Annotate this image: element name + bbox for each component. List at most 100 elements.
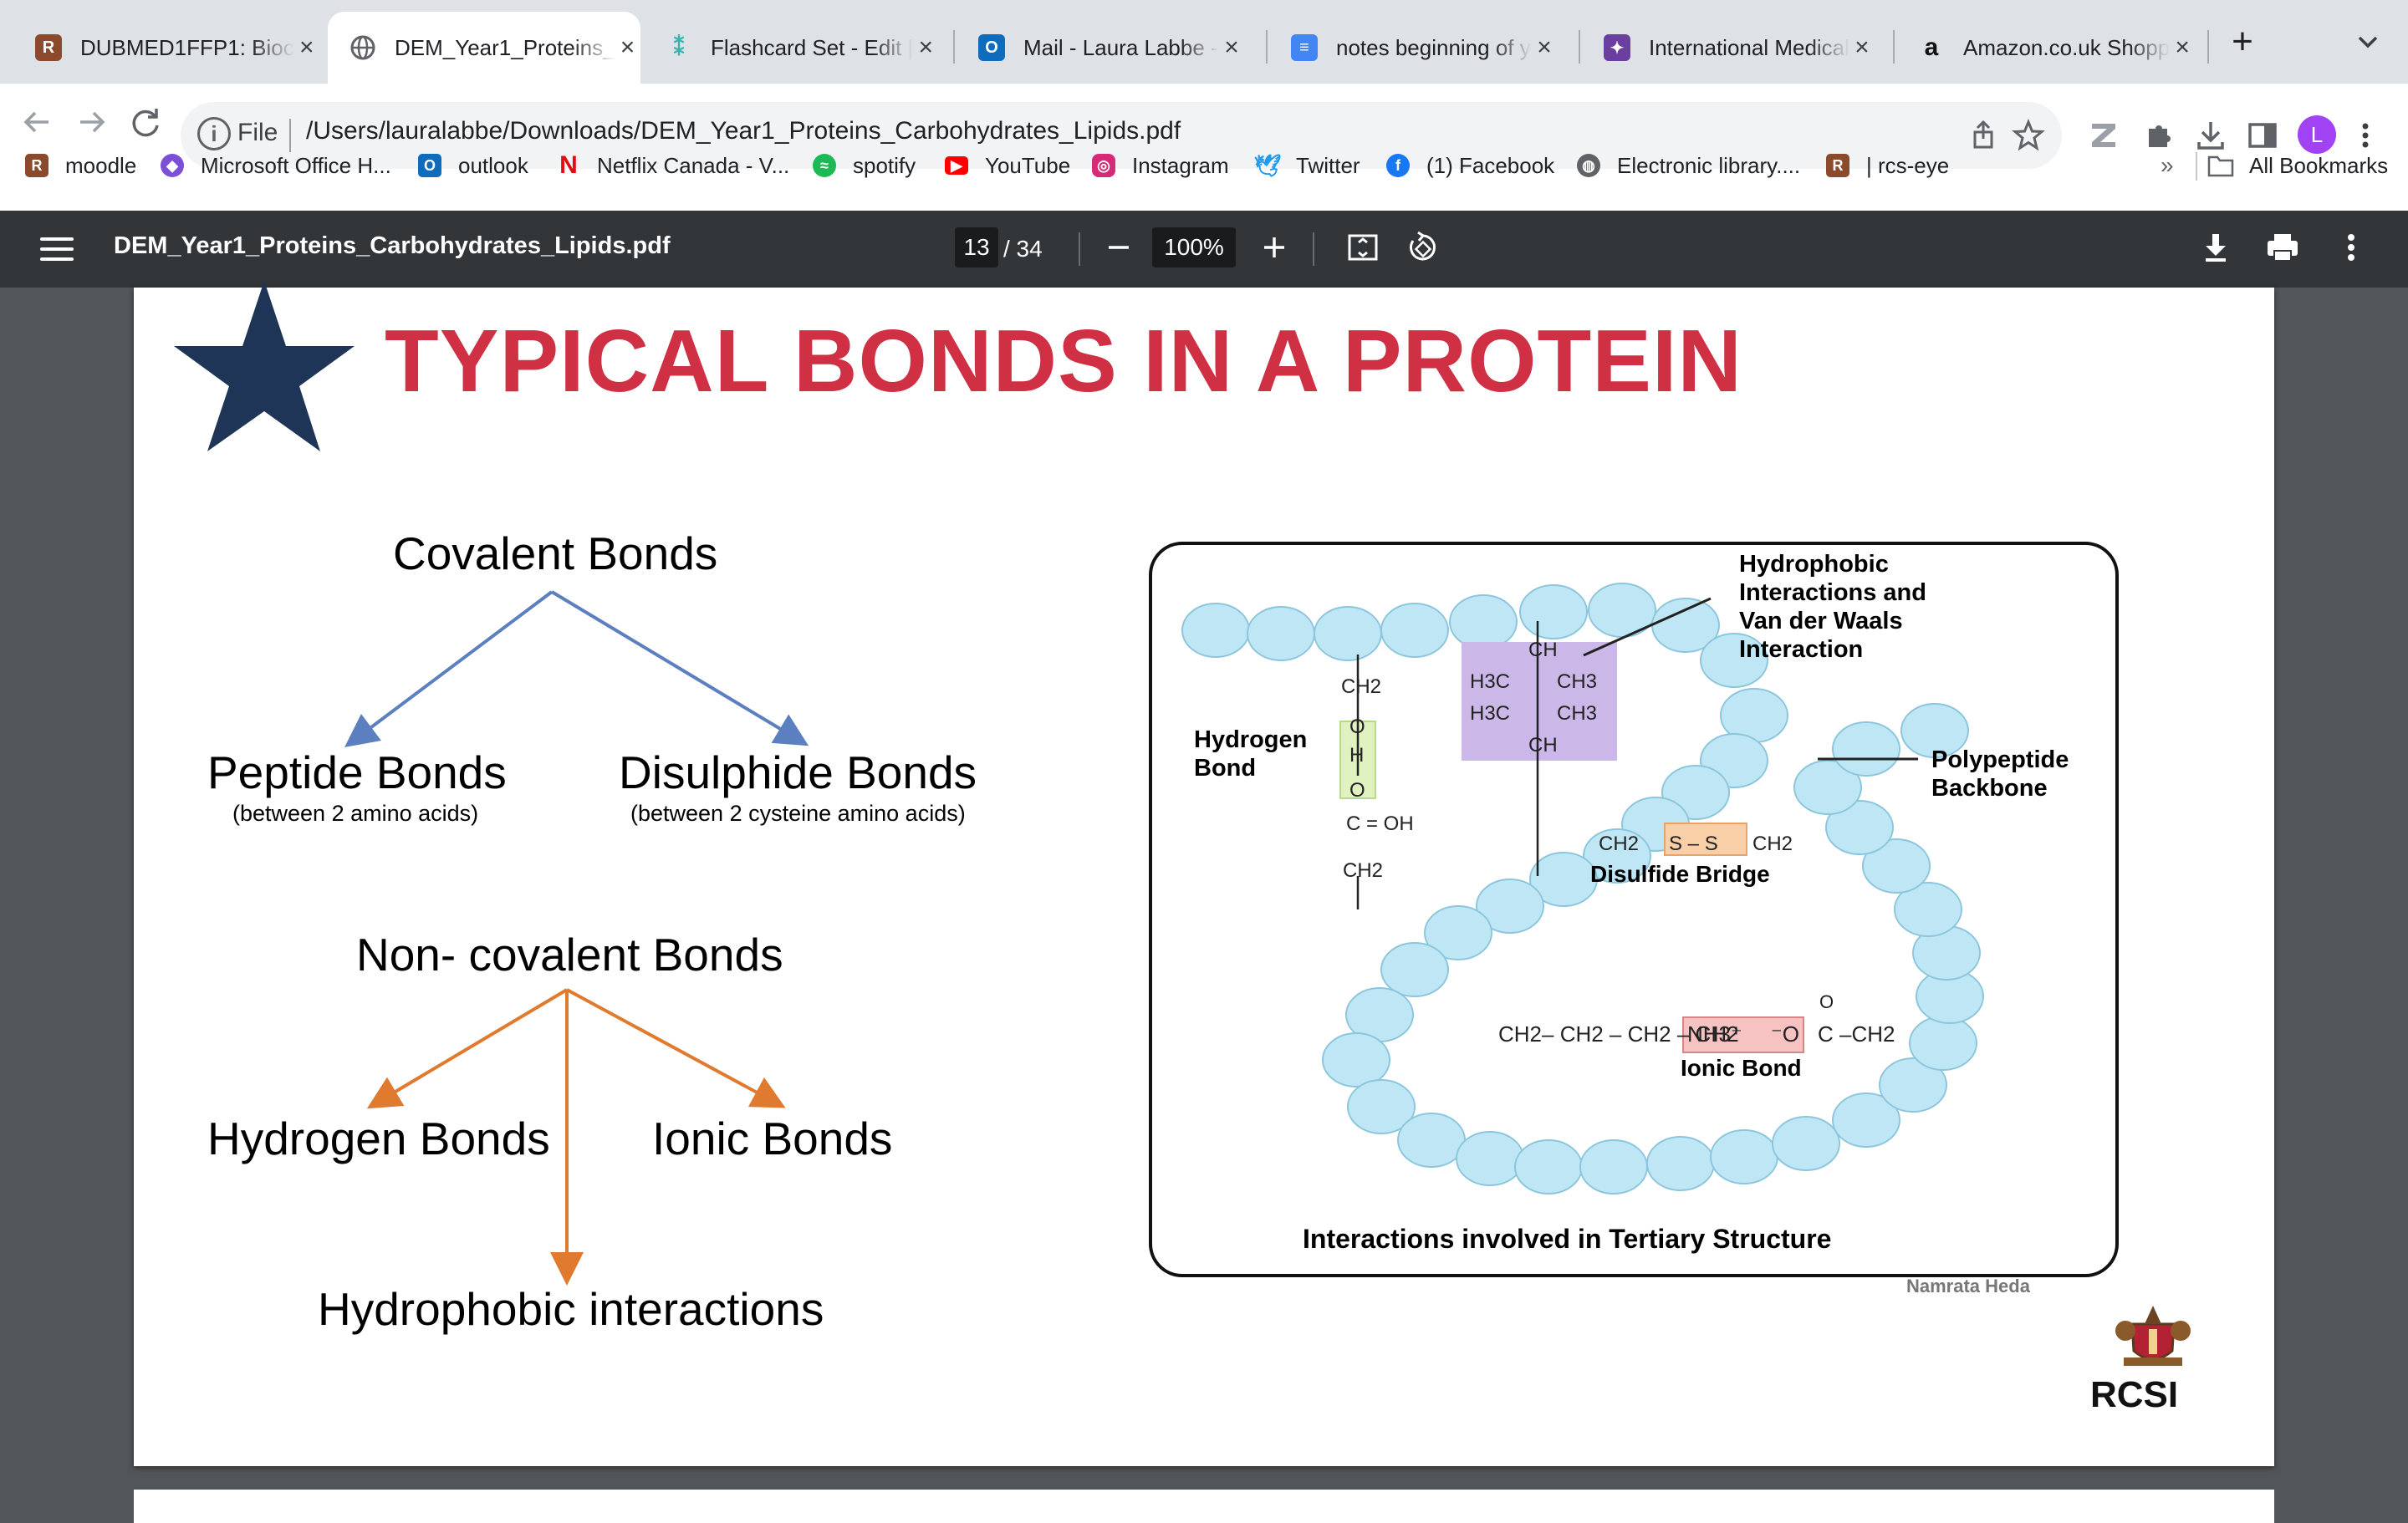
share-icon[interactable] bbox=[1965, 117, 2002, 154]
tab-5[interactable]: ✦ International Medical × bbox=[1582, 12, 1893, 84]
chem-o-top: O bbox=[1349, 716, 1365, 738]
close-icon[interactable]: × bbox=[1537, 33, 1552, 61]
zotero-extension-icon[interactable] bbox=[2085, 117, 2122, 154]
fit-to-page-button[interactable] bbox=[1341, 226, 1385, 269]
close-icon[interactable]: × bbox=[918, 33, 934, 61]
page-number-input[interactable]: 13 bbox=[955, 227, 998, 267]
tab-4[interactable]: ≡ notes beginning of y × bbox=[1269, 12, 1579, 84]
side-panel-icon[interactable] bbox=[2244, 117, 2281, 154]
backbone-bead bbox=[1700, 633, 1768, 688]
rotate-icon bbox=[1410, 231, 1436, 261]
tab-separator bbox=[1893, 30, 1895, 64]
tab-3[interactable]: O Mail - Laura Labbe - × bbox=[957, 12, 1266, 84]
bookmark-label: Electronic library.... bbox=[1617, 152, 1801, 178]
more-vert-icon[interactable] bbox=[2353, 117, 2378, 154]
chem-o-bottom: O bbox=[1349, 779, 1365, 802]
pdf-viewer-toolbar: DEM_Year1_Proteins_Carbohydrates_Lipids.… bbox=[0, 211, 2408, 288]
bookmarks-overflow-button[interactable]: » bbox=[2161, 152, 2174, 178]
profile-avatar[interactable]: L bbox=[2298, 115, 2336, 154]
fit-page-icon bbox=[1348, 234, 1378, 261]
close-icon[interactable]: × bbox=[1224, 33, 1239, 61]
hamburger-menu-icon[interactable] bbox=[40, 231, 74, 267]
url-text[interactable]: /Users/lauralabbe/Downloads/DEM_Year1_Pr… bbox=[306, 117, 1181, 145]
instagram-icon: ◎ bbox=[1092, 154, 1115, 177]
download-button[interactable] bbox=[2194, 226, 2237, 269]
bookmark-rcs-eye[interactable]: R| rcs-eye bbox=[1826, 150, 1949, 181]
rcsi-crest-icon: R bbox=[25, 154, 48, 177]
print-button[interactable] bbox=[2261, 226, 2304, 269]
forward-button[interactable] bbox=[72, 102, 112, 142]
spotify-icon: ≈ bbox=[813, 154, 836, 177]
backbone-bead bbox=[1380, 942, 1449, 997]
backbone-bead bbox=[1793, 760, 1862, 815]
bookmark-youtube[interactable]: ▶YouTube bbox=[945, 150, 1070, 181]
netflix-icon: N bbox=[559, 151, 578, 179]
bookmark-microsoft-office[interactable]: ◆Microsoft Office H... bbox=[161, 150, 391, 181]
rcsi-crest-logo bbox=[2115, 1306, 2191, 1366]
chem-ch2-bottom: CH2 bbox=[1343, 859, 1384, 882]
tab-search-chevron-icon[interactable] bbox=[2351, 25, 2385, 59]
bookmark-label: Microsoft Office H... bbox=[201, 152, 391, 178]
facebook-icon: f bbox=[1386, 154, 1410, 177]
download-icon[interactable] bbox=[2192, 117, 2229, 154]
download-icon bbox=[2206, 234, 2226, 262]
all-bookmarks-button[interactable]: All Bookmarks bbox=[2207, 150, 2388, 181]
close-icon[interactable]: × bbox=[298, 33, 314, 61]
extensions-puzzle-icon[interactable] bbox=[2140, 117, 2177, 154]
tab-6[interactable]: a Amazon.co.uk Shopp × bbox=[1896, 12, 2207, 84]
address-bar[interactable]: i File /Users/lauralabbe/Downloads/DEM_Y… bbox=[181, 102, 2062, 169]
twitter-icon: 🕊 bbox=[1253, 152, 1282, 178]
info-icon[interactable]: i bbox=[197, 117, 231, 150]
backbone-bead bbox=[1583, 828, 1651, 884]
more-options-icon[interactable] bbox=[2329, 226, 2373, 269]
backbone-bead bbox=[1832, 1093, 1900, 1148]
backbone-bead bbox=[1900, 703, 1969, 758]
close-icon[interactable]: × bbox=[2175, 33, 2190, 61]
chem-ch3-1: CH3 bbox=[1557, 670, 1598, 693]
chem-ch-top: CH bbox=[1528, 639, 1558, 661]
bookmark-star-icon[interactable] bbox=[2010, 117, 2047, 154]
backbone-bead bbox=[1322, 1032, 1390, 1087]
zoom-level-input[interactable]: 100% bbox=[1152, 227, 1236, 267]
bookmark-electronic-library[interactable]: ◍Electronic library.... bbox=[1577, 150, 1800, 181]
outlook-icon: O bbox=[418, 154, 441, 177]
next-pdf-page bbox=[134, 1490, 2274, 1523]
backbone-bead bbox=[1894, 882, 1962, 937]
tab-2[interactable]: ⁑ Flashcard Set - Edit | × bbox=[644, 12, 953, 84]
chem-ch-bottom: CH bbox=[1528, 734, 1558, 756]
divider bbox=[1313, 232, 1314, 266]
bookmark-label: moodle bbox=[65, 152, 137, 178]
bookmark-label: | rcs-eye bbox=[1866, 152, 1950, 178]
close-icon[interactable]: × bbox=[620, 33, 635, 61]
zoom-out-button[interactable] bbox=[1097, 226, 1140, 269]
backbone-bead bbox=[1380, 603, 1449, 658]
tab-1[interactable]: DEM_Year1_Proteins_ × bbox=[328, 12, 640, 84]
back-button[interactable] bbox=[17, 102, 57, 142]
tab-0[interactable]: R DUBMED1FFP1: Bioc × bbox=[13, 12, 324, 84]
reload-button[interactable] bbox=[125, 102, 166, 142]
bookmark-spotify[interactable]: ≈spotify bbox=[813, 150, 916, 181]
polypeptide-chain-beads bbox=[1181, 583, 1984, 1194]
chem-ch2-top: CH2 bbox=[1341, 675, 1382, 698]
backbone-bead bbox=[1347, 1079, 1416, 1134]
bookmark-facebook[interactable]: f(1) Facebook bbox=[1386, 150, 1554, 181]
zoom-in-button[interactable] bbox=[1252, 226, 1296, 269]
bookmark-twitter[interactable]: 🕊Twitter bbox=[1253, 150, 1360, 181]
tab-title: DEM_Year1_Proteins_ bbox=[395, 34, 615, 60]
bookmark-instagram[interactable]: ◎Instagram bbox=[1092, 150, 1229, 181]
new-tab-button[interactable]: + bbox=[2232, 21, 2253, 62]
tab-title: Flashcard Set - Edit | bbox=[711, 34, 914, 60]
chem-ss-right: CH2 bbox=[1752, 833, 1793, 855]
tab-separator bbox=[2207, 30, 2209, 64]
close-icon[interactable]: × bbox=[1854, 33, 1870, 61]
rotate-button[interactable] bbox=[1401, 226, 1445, 269]
tab-separator bbox=[953, 30, 955, 64]
backbone-bead bbox=[1832, 721, 1900, 777]
non-covalent-bonds-label: Non- covalent Bonds bbox=[356, 929, 783, 981]
tab-title: DUBMED1FFP1: Bioc bbox=[80, 34, 294, 60]
